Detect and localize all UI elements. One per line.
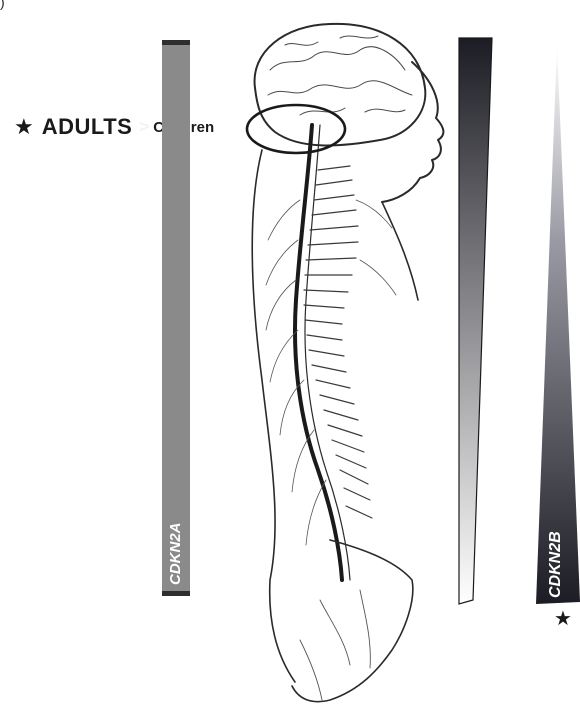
spinal-cord — [295, 125, 342, 580]
spinal-nerves — [266, 200, 396, 545]
neck-front — [382, 202, 418, 300]
star-marker-right: ★ — [554, 606, 572, 631]
cdkn2b-label: CDKN2B — [547, 531, 565, 598]
brain-folds — [268, 36, 412, 115]
pelvis — [292, 540, 413, 702]
face-profile — [382, 62, 443, 202]
gradient-wedge-decreasing — [459, 38, 492, 604]
brain-outline — [255, 24, 426, 146]
cdkn2b-wedge — [536, 44, 580, 604]
cerebellum-highlight-ellipse — [247, 105, 345, 153]
anatomical-figure — [252, 24, 443, 702]
